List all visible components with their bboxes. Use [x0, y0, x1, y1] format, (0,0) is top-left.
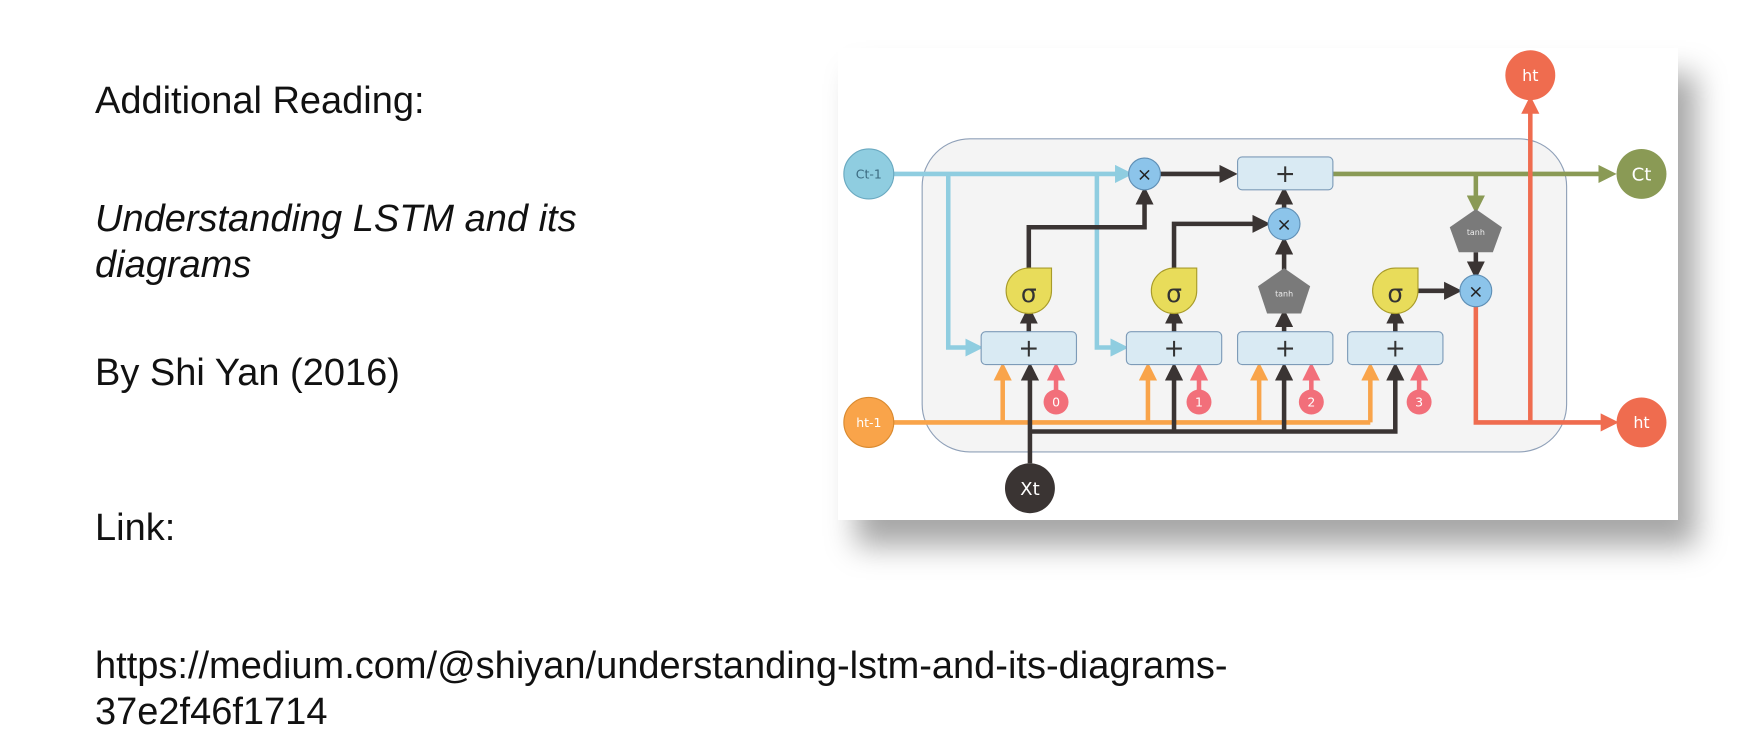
plus-label: +: [1385, 334, 1406, 363]
input-multiply-node: [1267, 207, 1301, 241]
lstm-diagram-svg: + + + + + × × × σ σ σ tanh tanh: [843, 50, 1667, 514]
bias-node: [1186, 389, 1212, 415]
forget-sum-box: [980, 331, 1078, 366]
times-label: ×: [1137, 165, 1152, 186]
c-prev-label: Ct-1: [856, 166, 882, 181]
sigma-label: σ: [1387, 279, 1403, 308]
link-label: Link:: [95, 507, 176, 549]
sigma-label: σ: [1166, 279, 1182, 308]
cell-add-box: [1237, 156, 1334, 191]
heading: Additional Reading:: [95, 80, 425, 122]
x-t-node: [1004, 463, 1055, 514]
input-sum-box: [1125, 331, 1223, 366]
state-tanh: [1449, 209, 1502, 253]
lstm-diagram: + + + + + × × × σ σ σ tanh tanh: [838, 48, 1678, 520]
x-t-label: Xt: [1020, 479, 1040, 500]
bias-label: 3: [1415, 395, 1423, 410]
tanh-label: tanh: [1467, 228, 1485, 237]
c-t-node: [1616, 148, 1667, 199]
cell-boundary: [921, 138, 1568, 453]
times-label: ×: [1468, 282, 1483, 303]
candidate-sum-box: [1237, 331, 1334, 366]
tanh-label: tanh: [1275, 289, 1293, 298]
plus-label: +: [1018, 334, 1039, 363]
bias-node: [1298, 389, 1324, 415]
bias-node: [1043, 389, 1069, 415]
forget-multiply-node: [1128, 157, 1161, 191]
h-prev-label: ht-1: [856, 415, 881, 430]
input-gate-sigmoid: [1150, 267, 1198, 315]
bias-node: [1406, 389, 1432, 415]
bias-label: 1: [1195, 395, 1203, 410]
bias-label: 2: [1307, 395, 1315, 410]
output-gate-sigmoid: [1372, 267, 1419, 315]
c-t-label: Ct: [1632, 165, 1652, 186]
plus-label: +: [1275, 334, 1296, 363]
bias-label: 0: [1052, 395, 1060, 410]
h-prev-node: [843, 396, 895, 448]
sigma-label: σ: [1021, 279, 1037, 308]
h-t-top-label: ht: [1522, 66, 1538, 85]
h-t-right-label: ht: [1633, 413, 1649, 432]
output-sum-box: [1347, 331, 1444, 366]
article-link[interactable]: https://medium.com/@shiyan/understanding…: [95, 645, 1228, 733]
plus-label: +: [1164, 334, 1185, 363]
h-t-right-node: [1616, 397, 1667, 448]
article-title: Understanding LSTM and its diagrams: [95, 198, 577, 286]
forget-gate-sigmoid: [1005, 267, 1053, 315]
candidate-tanh: [1258, 268, 1311, 314]
times-label: ×: [1276, 215, 1291, 236]
author: By Shi Yan (2016): [95, 352, 400, 394]
plus-label: +: [1275, 159, 1296, 188]
h-t-top-node: [1505, 50, 1556, 101]
output-multiply-node: [1459, 274, 1493, 308]
c-prev-node: [843, 148, 895, 200]
